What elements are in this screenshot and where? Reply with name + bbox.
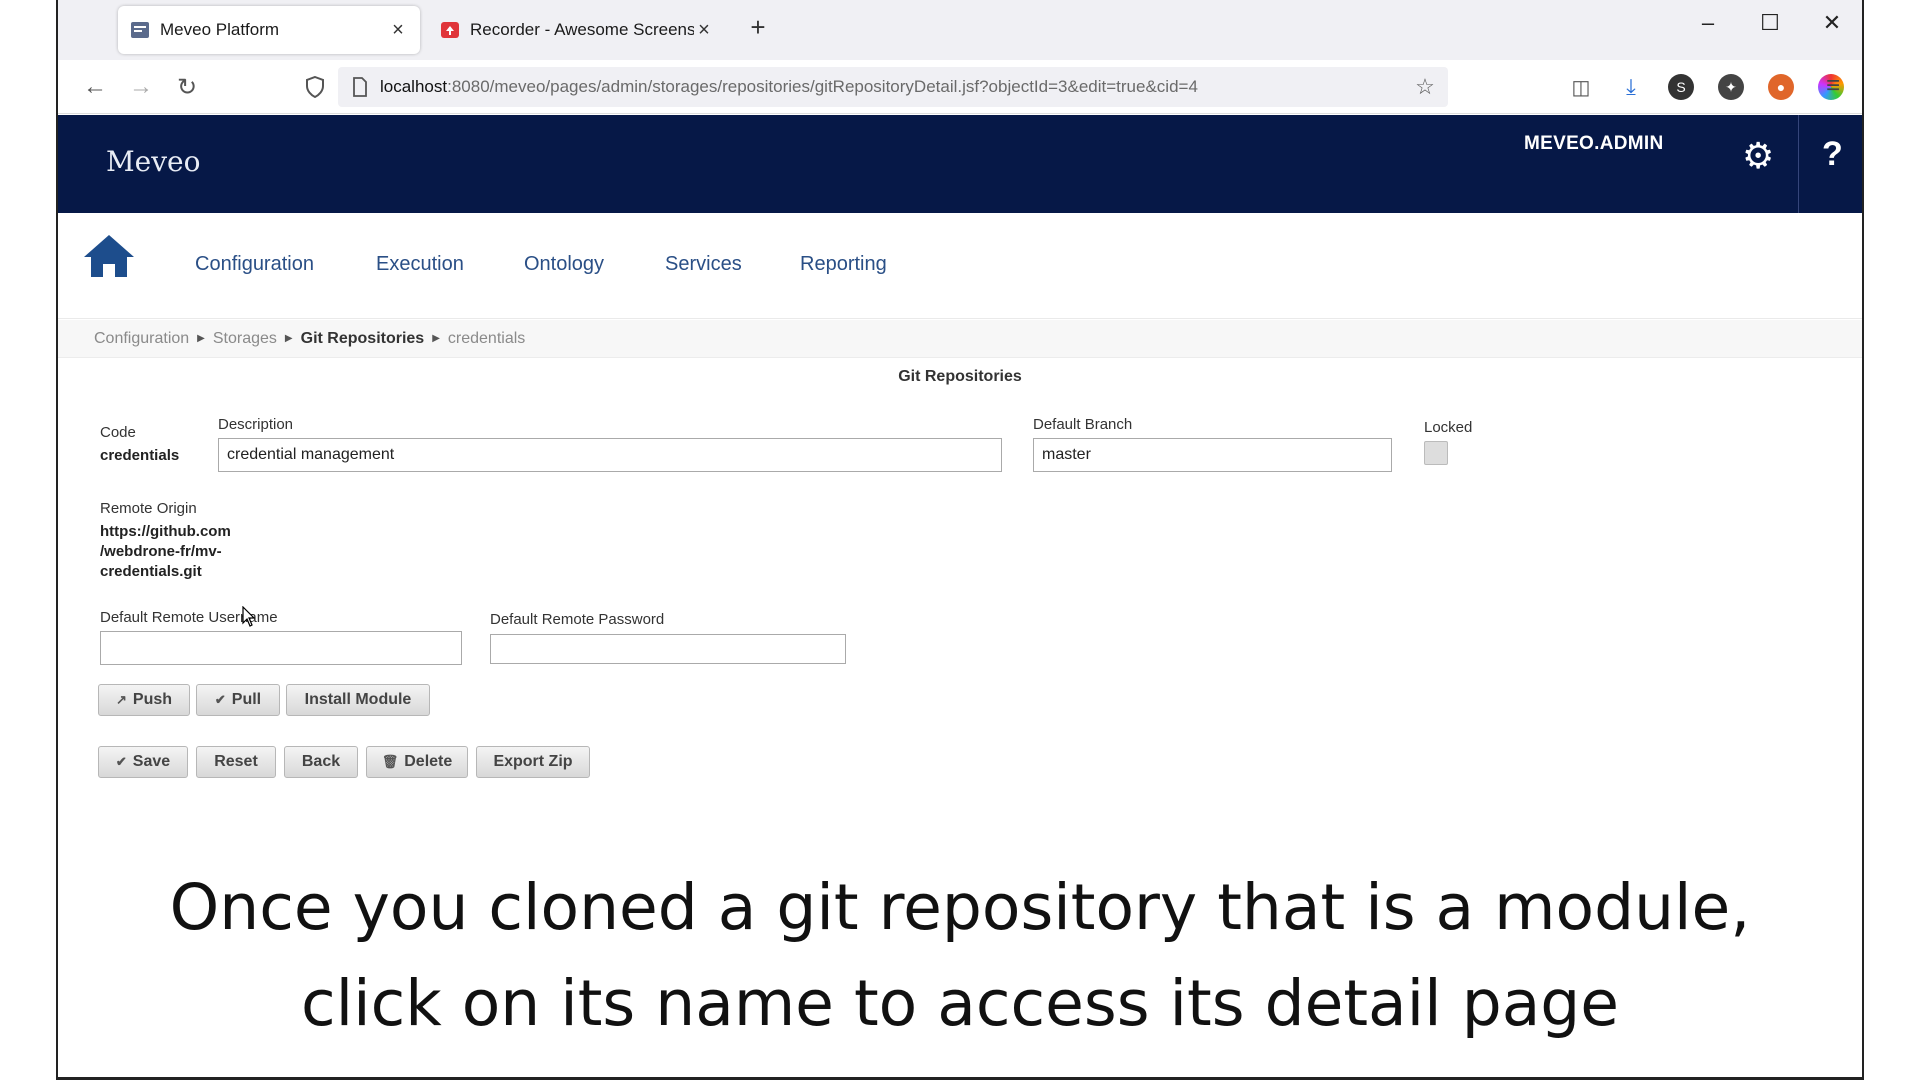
code-value: credentials: [100, 447, 180, 464]
breadcrumb-separator-icon: ▶: [284, 333, 293, 344]
user-menu[interactable]: MEVEO.ADMIN: [1524, 133, 1664, 154]
locked-checkbox[interactable]: [1424, 441, 1448, 465]
default-remote-password-label: Default Remote Password: [490, 611, 665, 628]
locked-label: Locked: [1424, 419, 1473, 436]
breadcrumb-separator-icon: ▶: [197, 333, 205, 344]
delete-label: Delete: [404, 753, 453, 770]
download-icon[interactable]: ⤓: [1626, 74, 1636, 99]
extension-orange-icon[interactable]: ●: [1768, 74, 1794, 100]
pull-label: Pull: [231, 691, 262, 708]
menu-item-execution[interactable]: Execution: [376, 253, 464, 275]
tab-title: Meveo Platform: [160, 20, 280, 39]
breadcrumb: Configuration ▶ Storages ▶ Git Repositor…: [58, 320, 1862, 358]
browser-window: Meveo Platform × Recorder - Awesome Scre…: [56, 0, 1864, 1080]
meveo-favicon-icon: [130, 20, 150, 40]
tab-title: Recorder - Awesome Screensho: [470, 20, 694, 39]
reset-label: Reset: [214, 753, 258, 770]
breadcrumb-storages[interactable]: Storages: [212, 329, 277, 347]
install-module-button[interactable]: Install Module: [286, 684, 430, 716]
extension-color-icon[interactable]: [1818, 74, 1844, 100]
navigation-bar: ← → ↻ localhost:8080/meveo/pages/admin/s…: [58, 60, 1862, 114]
tab-recorder[interactable]: Recorder - Awesome Screensho ×: [428, 6, 726, 54]
export-zip-button[interactable]: Export Zip: [476, 746, 590, 778]
remote-origin-line-2: /webdrone-fr/mv-: [100, 543, 222, 560]
caption-line-1: Once you cloned a git repository that is…: [169, 871, 1751, 944]
home-icon[interactable]: [82, 233, 136, 279]
pull-check-icon: ✔: [214, 692, 226, 707]
default-remote-password-input[interactable]: [490, 634, 846, 664]
menu-item-configuration[interactable]: Configuration: [195, 253, 314, 275]
breadcrumb-credentials: credentials: [447, 329, 526, 347]
url-host: localhost: [380, 77, 448, 96]
breadcrumb-git-repositories[interactable]: Git Repositories: [300, 329, 425, 347]
close-window-icon[interactable]: ✕: [1822, 10, 1842, 35]
push-arrow-icon: ↗: [115, 692, 127, 707]
code-label: Code: [100, 424, 136, 441]
forward-arrow-icon[interactable]: →: [129, 73, 153, 100]
back-label: Back: [301, 753, 341, 770]
page-icon: [352, 77, 368, 97]
push-button[interactable]: ↗ Push: [98, 684, 190, 716]
main-menu: Configuration Execution Ontology Service…: [58, 213, 1862, 319]
default-branch-input[interactable]: [1033, 438, 1392, 472]
url-path: :8080/meveo/pages/admin/storages/reposit…: [447, 77, 1198, 96]
address-bar[interactable]: localhost:8080/meveo/pages/admin/storage…: [338, 67, 1448, 107]
menu-item-ontology[interactable]: Ontology: [524, 253, 605, 275]
gear-icon[interactable]: ⚙: [1742, 135, 1775, 176]
push-label: Push: [132, 691, 173, 708]
back-button[interactable]: Back: [284, 746, 358, 778]
default-branch-label: Default Branch: [1033, 416, 1133, 433]
brand-logo[interactable]: Meveo: [106, 145, 201, 178]
caption-line-2: click on its name to access its detail p…: [300, 967, 1620, 1040]
close-tab-icon[interactable]: ×: [392, 18, 404, 41]
description-input[interactable]: [218, 438, 1002, 472]
mouse-cursor-icon: [242, 605, 256, 628]
close-tab-icon[interactable]: ×: [698, 18, 710, 41]
remote-origin-label: Remote Origin: [100, 500, 197, 517]
reload-icon[interactable]: ↻: [176, 73, 198, 101]
recorder-favicon-icon: [440, 20, 460, 40]
description-label: Description: [218, 416, 294, 433]
extension-puzzle-icon[interactable]: ✦: [1718, 74, 1744, 100]
hamburger-menu-icon[interactable]: ≡: [1826, 72, 1841, 99]
default-remote-username-label: Default Remote Username: [100, 609, 278, 626]
trash-icon: 🗑: [381, 754, 399, 769]
minimize-icon[interactable]: –: [1701, 10, 1715, 35]
pull-button[interactable]: ✔ Pull: [196, 684, 280, 716]
video-caption: Once you cloned a git repository that is…: [58, 860, 1862, 1052]
delete-button[interactable]: 🗑 Delete: [366, 746, 468, 778]
tab-meveo-platform[interactable]: Meveo Platform ×: [118, 6, 420, 54]
remote-origin-line-3: credentials.git: [100, 563, 202, 580]
remote-origin-line-1: https://github.com: [100, 523, 231, 540]
bookmark-star-icon[interactable]: ☆: [1415, 74, 1435, 99]
extension-s-icon[interactable]: S: [1668, 74, 1694, 100]
help-icon[interactable]: ?: [1822, 135, 1843, 173]
install-module-label: Install Module: [304, 691, 412, 708]
breadcrumb-configuration[interactable]: Configuration: [94, 329, 190, 347]
back-arrow-icon[interactable]: ←: [83, 73, 107, 100]
form-title: Git Repositories: [898, 368, 1022, 385]
menu-item-services[interactable]: Services: [665, 253, 742, 275]
tab-bar: Meveo Platform × Recorder - Awesome Scre…: [58, 0, 1862, 60]
pocket-icon[interactable]: ◫: [1571, 76, 1591, 99]
maximize-icon[interactable]: ☐: [1760, 10, 1780, 35]
save-button[interactable]: ✔ Save: [98, 746, 188, 778]
menu-item-reporting[interactable]: Reporting: [800, 253, 887, 275]
app-header: Meveo MEVEO.ADMIN ⚙ ?: [58, 115, 1862, 213]
header-divider: [1798, 115, 1799, 213]
export-zip-label: Export Zip: [493, 753, 573, 770]
breadcrumb-separator-icon: ▶: [432, 333, 440, 344]
reset-button[interactable]: Reset: [196, 746, 276, 778]
save-label: Save: [132, 753, 171, 770]
shield-icon[interactable]: [298, 70, 332, 104]
new-tab-button[interactable]: +: [750, 12, 766, 42]
default-remote-username-input[interactable]: [100, 631, 462, 665]
save-check-icon: ✔: [115, 754, 127, 769]
